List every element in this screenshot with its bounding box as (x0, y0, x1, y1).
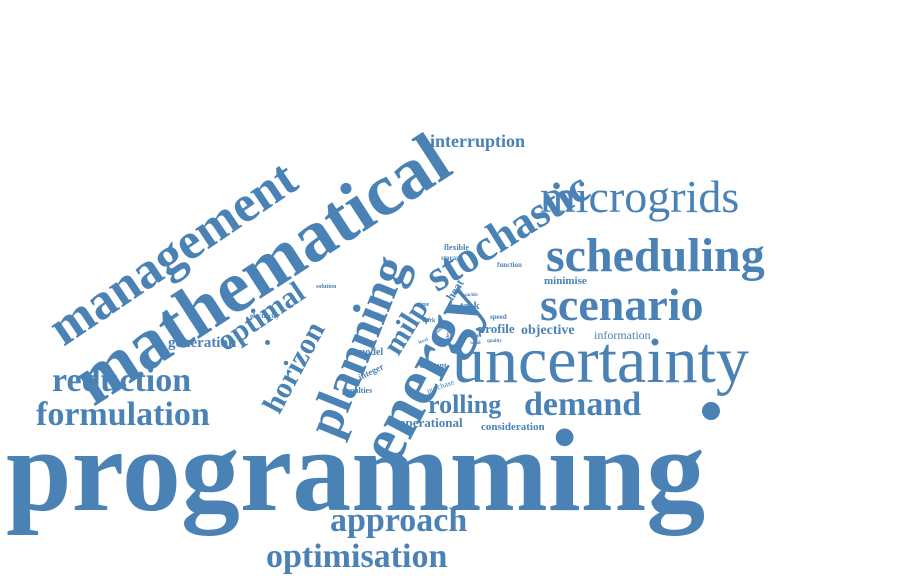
word-objective: objective (521, 323, 575, 338)
word-uncertainty: uncertainty (452, 324, 749, 397)
word-wind: wind (470, 341, 481, 346)
dot-large (702, 402, 720, 420)
word-optimisation: optimisation (266, 538, 448, 575)
word-interruption: interruption (430, 131, 526, 151)
word-formulation: formulation (36, 396, 210, 433)
word-consideration: consideration (481, 421, 545, 433)
word-microgrids: microgrids (540, 171, 740, 222)
word-scenario: scenario (540, 279, 704, 330)
word-solution: solution (316, 284, 337, 290)
word-task: task (460, 300, 480, 312)
word-work: work (422, 318, 436, 324)
word-minimise: minimise (544, 275, 587, 287)
word-penalties: penalties (342, 386, 373, 395)
word-account: account (420, 361, 447, 370)
word-model: model (357, 347, 384, 358)
word-electricity: electricity (250, 312, 280, 320)
word-flexible: flexible (444, 243, 469, 252)
word-information: information (594, 328, 651, 342)
word-speed: speed (490, 313, 507, 321)
word-tackle: tackle (465, 293, 478, 298)
word-approach: approach (330, 502, 468, 539)
word-generation: generation (168, 335, 237, 351)
word-function: function (497, 261, 522, 269)
word-programming: programming (6, 405, 706, 536)
word-storage: storage (441, 254, 463, 262)
dot-small (265, 340, 270, 345)
word-demand: demand (524, 386, 642, 423)
word-rolling: rolling (428, 390, 502, 419)
word-operational: operational (399, 415, 463, 430)
word-profile: profile (478, 321, 515, 336)
word-quality: quality (487, 339, 503, 344)
word-scheduling: scheduling (546, 229, 765, 282)
word-input: input (470, 334, 482, 339)
word-time: time (418, 302, 430, 308)
word-reduction: reduction (52, 362, 192, 399)
